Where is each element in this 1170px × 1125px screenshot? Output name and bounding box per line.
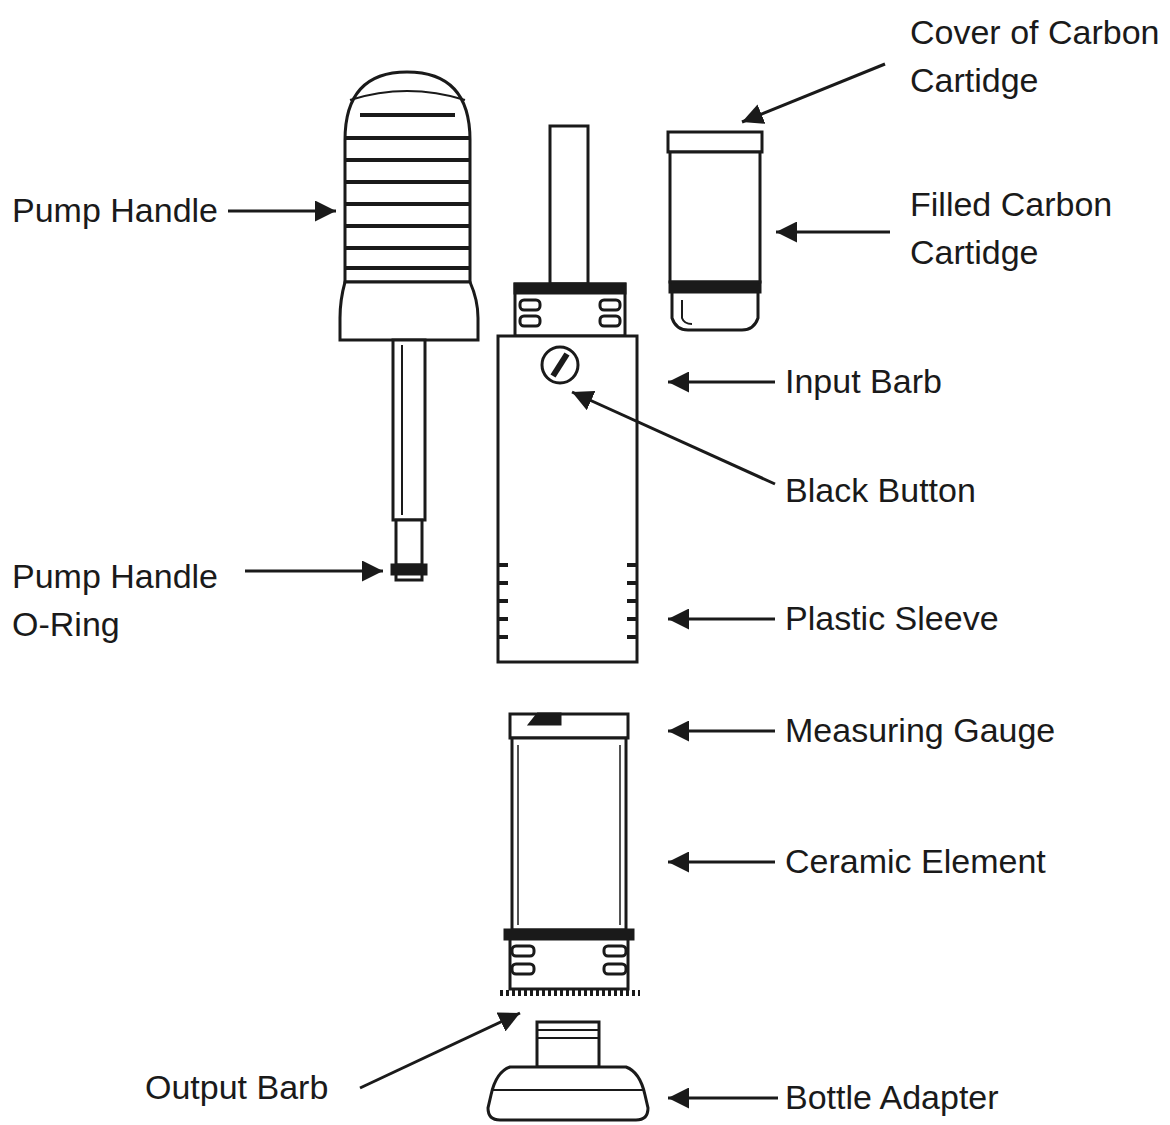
sleeve-tick	[498, 599, 508, 603]
part-label: Input Barb	[785, 357, 1085, 405]
part-label: Pump Handle O-Ring	[12, 552, 227, 648]
grip-stripe	[360, 113, 455, 117]
part-label: Bottle Adapter	[785, 1073, 1115, 1121]
adapter-line	[492, 1089, 644, 1091]
leader-arrow	[742, 64, 885, 122]
part-label: Filled Carbon Cartidge	[910, 180, 1168, 276]
thread-notch	[600, 300, 620, 310]
cartridge-base-line	[682, 300, 692, 324]
leader-arrow	[245, 570, 383, 573]
element-edge	[619, 745, 621, 925]
leader-arrow	[572, 392, 775, 484]
sleeve-tick	[627, 617, 637, 621]
thread-notch	[520, 316, 540, 326]
cartridge-base	[672, 292, 758, 330]
thread-notch	[604, 946, 626, 956]
output-barb-edge	[500, 990, 640, 996]
thread-notch	[600, 316, 620, 326]
leader-arrow	[228, 210, 336, 213]
part-label: Output Barb	[145, 1063, 395, 1111]
ceramic-element	[512, 738, 626, 930]
sleeve-tick	[627, 581, 637, 585]
sleeve-tick	[498, 563, 508, 567]
pump-handle-dome-line	[350, 91, 465, 100]
gauge-notch	[530, 714, 560, 724]
grip-stripe	[346, 158, 469, 162]
pump-handle-body	[345, 72, 470, 282]
part-label: Plastic Sleeve	[785, 594, 1115, 642]
leader-arrow	[668, 1097, 778, 1100]
leader-arrow	[668, 861, 775, 864]
thread-band	[515, 284, 625, 293]
leader-arrow	[668, 381, 775, 384]
carbon-cartridge	[670, 152, 760, 282]
sleeve-tick	[627, 635, 637, 639]
element-edge	[517, 745, 519, 925]
sleeve-tick	[498, 581, 508, 585]
adapter-neck	[537, 1022, 599, 1067]
pump-rod	[393, 340, 425, 520]
grip-stripe	[346, 180, 469, 184]
grip-stripe	[346, 202, 469, 206]
thread-notch	[512, 946, 534, 956]
button-slot	[553, 354, 567, 376]
grip-stripe	[346, 246, 469, 250]
thread-notch	[520, 300, 540, 310]
pump-rod-tip	[396, 520, 422, 565]
sleeve-tick	[498, 635, 508, 639]
part-label: Cover of Carbon Cartidge	[910, 8, 1168, 104]
plastic-sleeve	[498, 336, 637, 662]
part-label: Ceramic Element	[785, 837, 1145, 885]
adapter-thread	[537, 1037, 599, 1039]
black-button	[542, 347, 578, 383]
leader-arrow	[360, 1013, 520, 1088]
pump-rod-end	[396, 574, 422, 580]
grip-stripe	[346, 266, 469, 270]
grip-stripe	[346, 224, 469, 228]
sleeve-tick	[627, 563, 637, 567]
adapter-thread	[537, 1029, 599, 1031]
sleeve-tick	[627, 599, 637, 603]
part-label: Black Button	[785, 466, 1085, 514]
pump-handle-base	[340, 282, 478, 340]
thread-notch	[604, 964, 626, 974]
sleeve-shaft	[550, 126, 588, 284]
bottle-adapter	[488, 1067, 648, 1120]
sleeve-thread	[515, 284, 625, 336]
thread-notch	[512, 964, 534, 974]
grip-stripe	[346, 136, 469, 140]
part-label: Pump Handle	[12, 186, 332, 234]
sleeve-tick	[498, 617, 508, 621]
leader-arrow	[776, 231, 890, 234]
leader-arrow	[668, 618, 775, 621]
part-label: Measuring Gauge	[785, 706, 1145, 754]
measuring-gauge	[510, 714, 628, 738]
cartridge-cover	[668, 132, 762, 152]
pump-rod-line	[401, 345, 403, 515]
element-thread	[510, 939, 628, 989]
leader-arrow	[668, 730, 775, 733]
